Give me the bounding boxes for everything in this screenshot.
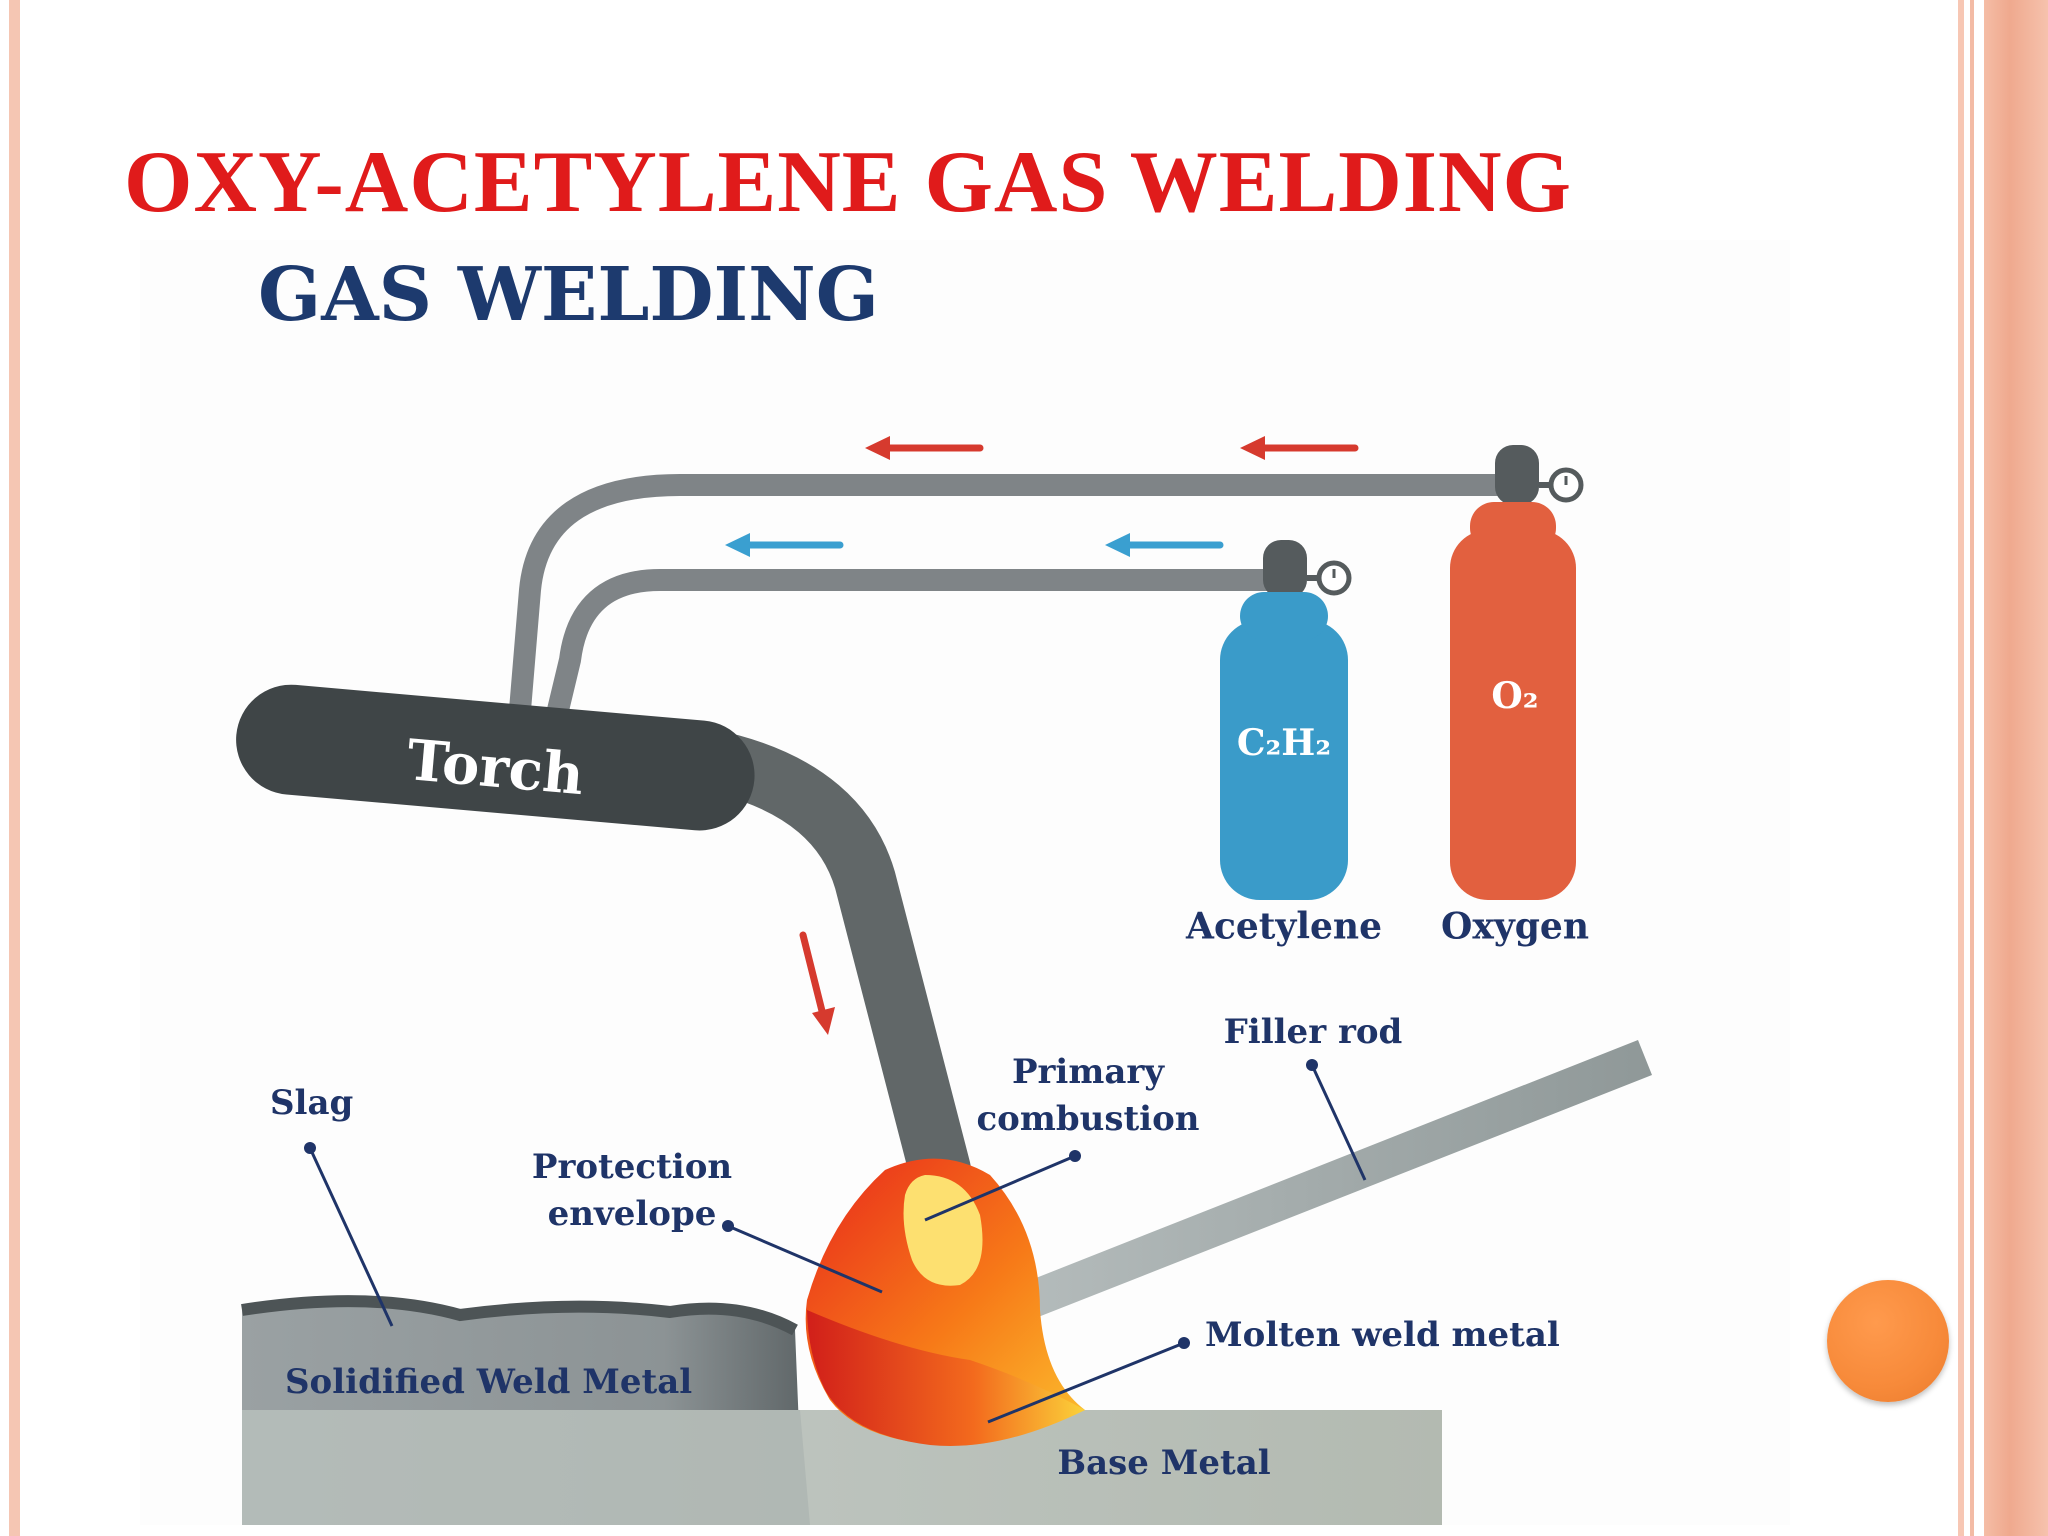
acetylene-cylinder — [1220, 540, 1348, 900]
torch-label: Torch — [404, 727, 586, 808]
slide-left-border — [9, 0, 20, 1536]
acetylene-hose — [547, 569, 1296, 721]
oxygen-hose — [509, 474, 1526, 721]
slide-decoration-circle — [1827, 1280, 1949, 1402]
oxygen-formula: O₂ — [1491, 675, 1538, 717]
leader-lines — [308, 1064, 1367, 1424]
slide-title: OXY-ACETYLENE GAS WELDING — [124, 134, 1572, 231]
arrow-red-down — [799, 931, 835, 1035]
arrow-red-2 — [1240, 436, 1359, 460]
gas-welding-illustration: GAS WELDING — [236, 252, 1652, 1536]
base-metal-label: Base Metal — [1057, 1443, 1270, 1483]
slide-right-border-band — [1984, 0, 2048, 1536]
oxygen-cylinder — [1450, 445, 1576, 900]
solidified-weld-metal-label: Solidified Weld Metal — [285, 1362, 692, 1402]
oxygen-gauge-icon — [1539, 467, 1584, 503]
protection-envelope-label-line1: Protection — [532, 1147, 732, 1187]
acetylene-gauge-icon — [1307, 560, 1352, 596]
oxygen-label: Oxygen — [1441, 905, 1589, 947]
protection-envelope-label-line2: envelope — [548, 1194, 717, 1234]
leader-dots — [304, 1059, 1318, 1349]
primary-combustion-label-line2: combustion — [976, 1099, 1199, 1139]
torch-neck — [699, 734, 971, 1201]
slide-right-border-stripe — [1970, 0, 1974, 1536]
slag-label: Slag — [270, 1083, 353, 1123]
diagram-heading: GAS WELDING — [258, 252, 879, 338]
filler-rod — [939, 1040, 1652, 1347]
arrow-blue-2 — [1105, 533, 1224, 557]
acetylene-label: Acetylene — [1185, 905, 1382, 947]
slag-layer — [241, 1295, 798, 1336]
filler-rod-label: Filler rod — [1224, 1012, 1403, 1052]
molten-weld-metal-label: Molten weld metal — [1205, 1315, 1560, 1355]
torch-handle — [236, 684, 755, 831]
primary-combustion-label-line1: Primary — [1012, 1052, 1165, 1092]
arrow-blue-1 — [725, 533, 844, 557]
gas-welding-diagram: GAS WELDING — [140, 240, 1790, 1536]
acetylene-formula: C₂H₂ — [1237, 722, 1331, 764]
arrow-red-1 — [865, 436, 984, 460]
base-metal-shadow — [242, 1410, 810, 1525]
slide-right-border-stripe — [1958, 0, 1964, 1536]
